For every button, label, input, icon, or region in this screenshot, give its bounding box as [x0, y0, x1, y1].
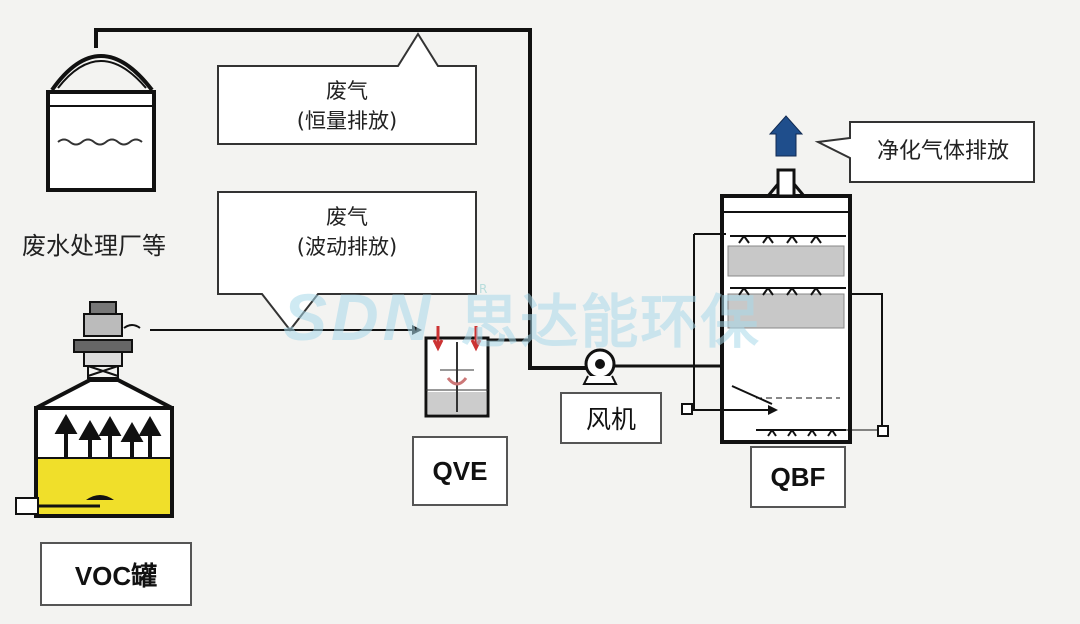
qbf-label: QBF — [770, 461, 826, 492]
fan-icon — [582, 348, 618, 385]
voc-tank-icon — [15, 301, 174, 518]
callout-constant-line2: (恒量排放) — [296, 109, 398, 133]
main-exhaust-pipe — [96, 28, 590, 370]
callout-constant-text: 废气 (恒量排放) — [218, 76, 476, 136]
clean-air-arrow-icon — [768, 115, 804, 157]
callout-clean-exhaust — [814, 121, 1035, 183]
wastewater-plant-label: 废水处理厂等 — [22, 232, 166, 260]
fan-label: 风机 — [585, 405, 636, 434]
voc-tank-label-box: VOC罐 — [40, 542, 192, 606]
qve-label-box: QVE — [412, 436, 508, 506]
qbf-tower-icon — [681, 168, 889, 444]
callout-constant-emission — [217, 32, 477, 145]
callout-fluctuating-line1: 废气 — [326, 205, 368, 229]
voc-tank-label: VOC罐 — [74, 560, 158, 591]
qve-unit-icon — [424, 326, 490, 418]
callout-fluctuating-emission — [217, 191, 477, 332]
callout-fluctuating-line2: (波动排放) — [296, 235, 398, 259]
wastewater-tank-icon — [46, 28, 156, 192]
qbf-label-box: QBF — [750, 446, 846, 508]
fan-label-box: 风机 — [560, 392, 662, 444]
callout-fluctuating-text: 废气 (波动排放) — [218, 202, 476, 262]
callout-constant-line1: 废气 — [326, 79, 368, 103]
callout-clean-exhaust-text: 净化气体排放 — [876, 139, 1009, 164]
qve-label: QVE — [432, 455, 488, 486]
